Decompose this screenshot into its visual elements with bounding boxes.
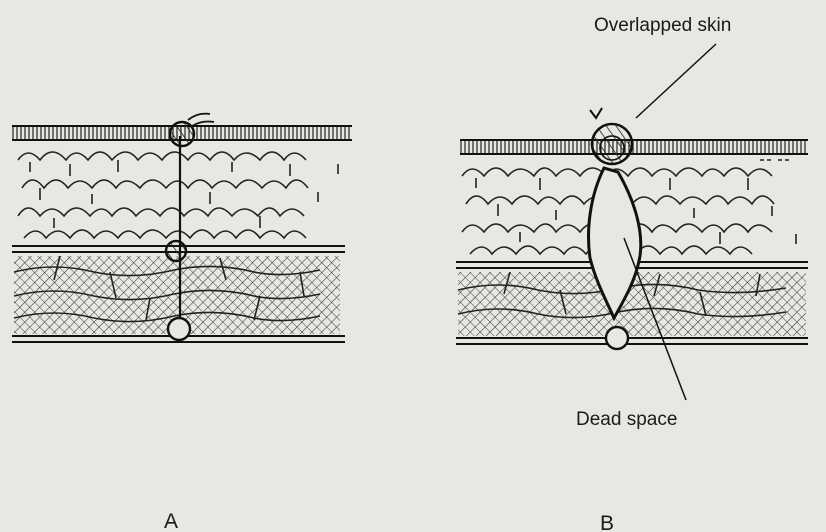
- overlapped-skin-label: Overlapped skin: [594, 15, 731, 36]
- panel-a-knot-middle: [166, 241, 186, 261]
- panel-b-overlapped-skin-knot: [592, 124, 632, 164]
- panel-b-label: B: [600, 512, 614, 532]
- panel-a-knot-top: [170, 122, 194, 146]
- panel-a-knot-bottom: [168, 318, 190, 340]
- panel-a-label: A: [164, 510, 178, 532]
- panel-b-epidermis: [460, 140, 808, 154]
- panel-b-knot-bottom: [606, 327, 628, 349]
- dead-space-label: Dead space: [576, 409, 677, 430]
